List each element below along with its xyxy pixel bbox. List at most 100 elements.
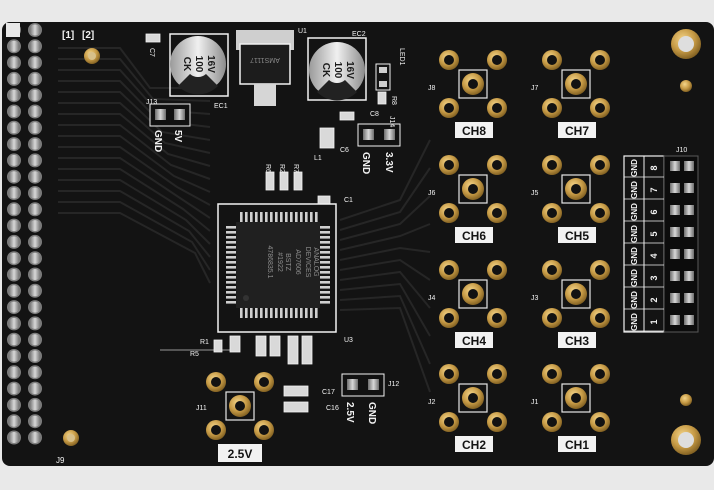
chip-pin [255, 212, 258, 222]
chip-pin [320, 261, 330, 264]
j10-pin [684, 293, 694, 303]
channel-ref: J2 [428, 399, 436, 406]
header-pin [7, 365, 21, 380]
channel-ref: J8 [428, 85, 436, 92]
chip-pin [310, 308, 313, 318]
smd-components [145, 33, 387, 413]
via-pad [680, 394, 692, 406]
gold-pad [542, 260, 562, 280]
header-pin [28, 365, 42, 380]
chip-pin [226, 231, 236, 234]
channel-connector-8 [542, 364, 610, 432]
header-pin [7, 397, 21, 412]
chip-pin [275, 212, 278, 222]
connector-j11 [206, 372, 274, 440]
j10-gnd-label: GND [630, 181, 639, 199]
channel-label: CH8 [462, 124, 486, 138]
chip-text-1: ANALOG [312, 247, 319, 276]
chip-pin [245, 212, 248, 222]
gold-pad [487, 412, 507, 432]
j10-pin [684, 161, 694, 171]
j12-gnd: GND [366, 402, 377, 424]
chip-pin [295, 212, 298, 222]
chip-pin [320, 291, 330, 294]
j11-label: 2.5V [228, 447, 253, 461]
ref-r2: R2 [278, 164, 285, 173]
header-pin [7, 88, 21, 103]
j10-gnd-label: GND [630, 203, 639, 221]
header-pin [28, 234, 42, 249]
gold-pad [206, 420, 226, 440]
chip-pin [315, 212, 318, 222]
chip-pin [310, 212, 313, 222]
chip-pin [226, 236, 236, 239]
ec2-text-2: 100 [332, 62, 343, 79]
mounting-hole-top-left [84, 48, 100, 64]
chip-pin [265, 212, 268, 222]
via-pad [680, 80, 692, 92]
j11-ref: J11 [196, 405, 207, 412]
chip-pin [250, 308, 253, 318]
chip-ref: U3 [344, 337, 353, 344]
channel-label-box [455, 122, 493, 138]
channel-connector-1 [439, 50, 507, 118]
chip-text-6: 4786835.1 [266, 245, 273, 278]
chip-pin [250, 212, 253, 222]
ec1-text-2: 100 [193, 56, 204, 73]
j10-pin [670, 249, 680, 259]
header-pin [7, 316, 21, 331]
chip-pin [295, 308, 298, 318]
gold-pad [229, 395, 251, 417]
gold-pad [254, 372, 274, 392]
gold-pad [206, 372, 226, 392]
header-pin [28, 218, 42, 233]
channel-label: CH5 [565, 229, 589, 243]
j13-v: 5V [172, 130, 183, 143]
gold-pad [542, 203, 562, 223]
gold-pad [462, 387, 484, 409]
channel-ref: J7 [531, 85, 539, 92]
chip-pin [226, 226, 236, 229]
channel-label: CH2 [462, 438, 486, 452]
channel-connector-3 [439, 155, 507, 223]
channel-label: CH1 [565, 438, 589, 452]
channel-connector-5 [439, 260, 507, 328]
header-pin [28, 414, 42, 429]
chip-text-4: BSTZ [284, 253, 291, 272]
chip-pin [226, 281, 236, 284]
j10-gnd-label: GND [630, 291, 639, 309]
ref-r7: R7 [292, 164, 299, 173]
j10-pin [670, 183, 680, 193]
chip-pin [320, 256, 330, 259]
chip-pin [305, 212, 308, 222]
chip-pin [240, 212, 243, 222]
j10-pin [684, 249, 694, 259]
header-pin [7, 283, 21, 298]
regulator-text: AMS1117 [250, 56, 280, 63]
header-pin [28, 381, 42, 396]
j10-pin [670, 315, 680, 325]
j10-gnd-label: GND [630, 269, 639, 287]
gold-pad [439, 364, 459, 384]
j10-gnd-label: GND [630, 159, 639, 177]
chip-pin [226, 251, 236, 254]
channel-connector-4 [542, 155, 610, 223]
header-pin [7, 153, 21, 168]
gold-pad [565, 73, 587, 95]
adc-chip: ANALOG DEVICES AD7606 BSTZ #1922 4786835… [217, 203, 337, 333]
mounting-hole-bottom-left [63, 430, 79, 446]
channel-label-box [558, 227, 596, 243]
pin1-marker [6, 23, 20, 37]
chip-pin [290, 212, 293, 222]
j10-pin [670, 205, 680, 215]
gold-pad [590, 203, 610, 223]
electrolytic-capacitor-ec2: CK 100 16V [307, 37, 367, 101]
chip-pin [226, 291, 236, 294]
j10-pin [670, 293, 680, 303]
j10-number-label: 3 [649, 275, 659, 280]
chip-pin [300, 212, 303, 222]
chip-pin [305, 308, 308, 318]
j13-gnd: GND [152, 130, 163, 152]
